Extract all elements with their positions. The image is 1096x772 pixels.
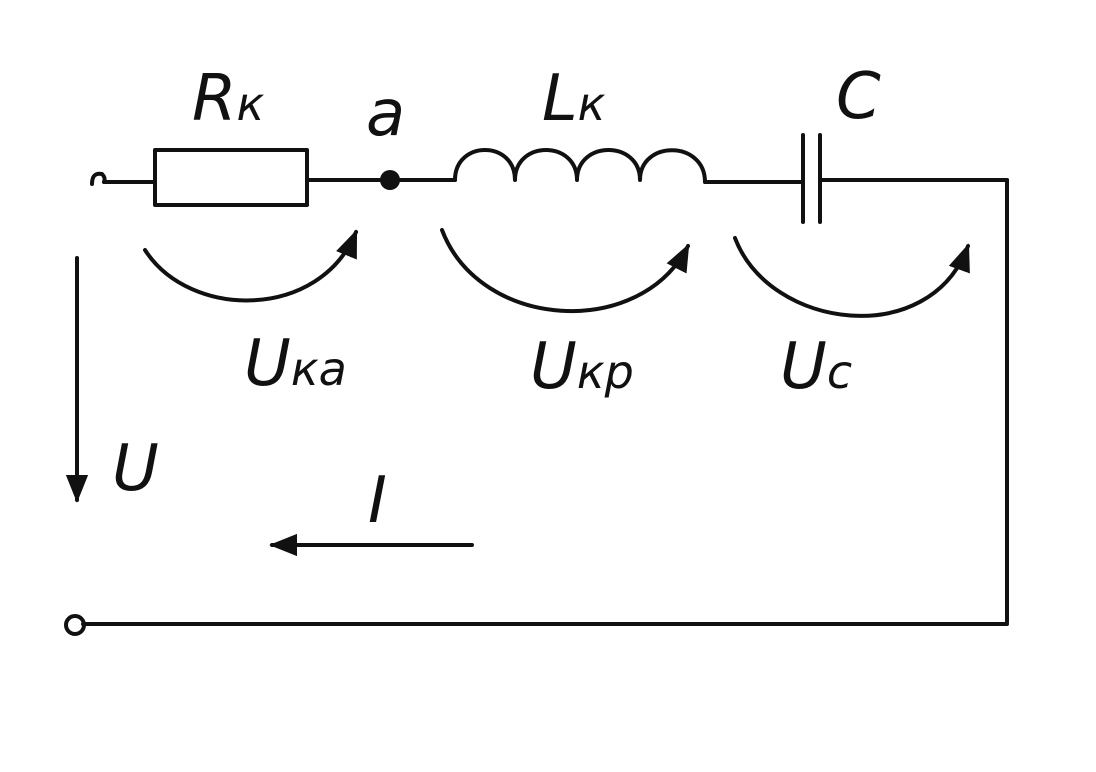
current-label: I xyxy=(368,464,387,538)
resistor-rk xyxy=(153,148,309,207)
voltage-label-uka-sub: ка xyxy=(291,342,347,396)
input-terminal-top xyxy=(90,171,107,186)
inductor-lk xyxy=(453,148,707,184)
supply-voltage-label: U xyxy=(112,432,159,506)
voltage-label-ukp-main: U xyxy=(530,330,577,404)
input-terminal-bottom xyxy=(64,614,86,636)
voltage-label-uka-main: U xyxy=(244,327,291,401)
voltage-arrow-uc xyxy=(733,236,970,318)
voltage-arrow-ukp xyxy=(440,228,690,313)
voltage-label-ukp-sub: кр xyxy=(577,345,634,399)
node-label: a xyxy=(366,77,405,151)
voltage-label-uka: Uка xyxy=(244,327,347,401)
resistor-label-main: R xyxy=(192,62,236,136)
voltage-label-uc-sub: c xyxy=(827,345,852,399)
resistor-label-sub: к xyxy=(236,77,264,131)
capacitor-label: C xyxy=(836,60,881,134)
voltage-label-uc: Uc xyxy=(780,330,852,404)
inductor-label-main: L xyxy=(542,62,578,136)
resistor-label: Rк xyxy=(192,62,264,136)
voltage-arrow-uka xyxy=(143,229,358,303)
voltage-label-uc-main: U xyxy=(780,330,827,404)
inductor-label: Lк xyxy=(542,62,606,136)
inductor-label-sub: к xyxy=(578,77,606,131)
voltage-label-ukp: Uкр xyxy=(530,330,634,404)
